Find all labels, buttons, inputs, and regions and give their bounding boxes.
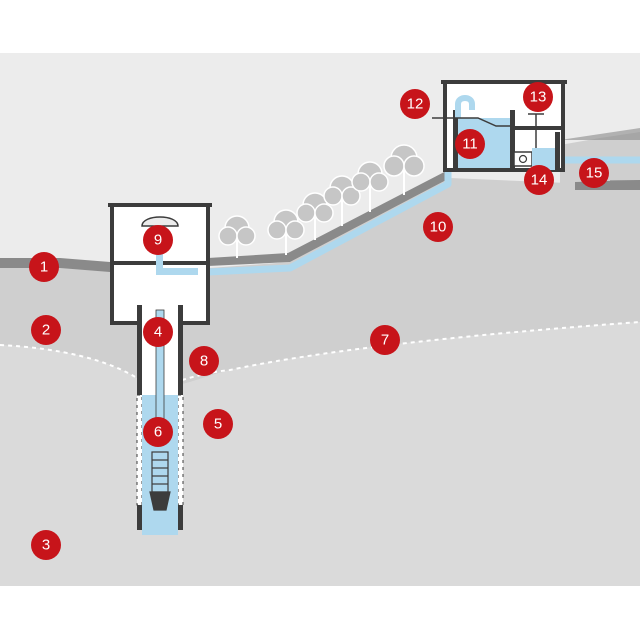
marker: 7: [370, 325, 400, 355]
tree-icon: [218, 215, 256, 258]
well-shaft: [136, 305, 184, 535]
tree-group: [218, 144, 425, 258]
marker: 12: [400, 89, 430, 119]
marker-label: 13: [530, 89, 547, 106]
tree-icon: [267, 209, 305, 255]
tree-icon: [351, 161, 389, 212]
marker-label: 8: [200, 353, 208, 370]
marker-label: 7: [381, 332, 389, 349]
marker: 15: [579, 158, 609, 188]
valve-icon: [513, 151, 533, 167]
marker: 14: [524, 165, 554, 195]
marker-label: 3: [42, 537, 50, 554]
pump-icon: [149, 451, 171, 511]
marker: 5: [203, 409, 233, 439]
inlet-pipe-icon: [455, 95, 475, 118]
tree-icon: [296, 192, 334, 240]
marker: 1: [29, 252, 59, 282]
marker-label: 4: [154, 324, 162, 341]
marker-label: 5: [214, 416, 222, 433]
marker: 9: [143, 225, 173, 255]
marker: 11: [455, 129, 485, 159]
water-tower: [432, 80, 567, 172]
marker-label: 14: [531, 172, 548, 189]
marker: 8: [189, 346, 219, 376]
tree-icon: [323, 175, 361, 226]
marker: 2: [31, 315, 61, 345]
lamp-icon: [141, 216, 179, 227]
marker-label: 12: [407, 96, 424, 113]
marker-label: 2: [42, 322, 50, 339]
marker: 6: [143, 417, 173, 447]
aquifer-layer: [0, 322, 640, 586]
marker: 10: [423, 212, 453, 242]
marker-label: 6: [154, 424, 162, 441]
well-house: [108, 203, 212, 325]
tree-icon: [383, 144, 425, 195]
marker: 4: [143, 317, 173, 347]
marker-label: 10: [430, 219, 447, 236]
marker-label: 15: [586, 165, 603, 182]
marker: 13: [523, 82, 553, 112]
marker-label: 9: [154, 232, 162, 249]
overflow-pipe-icon: [432, 117, 512, 127]
marker-label: 11: [462, 136, 478, 153]
marker-label: 1: [40, 259, 48, 276]
marker: 3: [31, 530, 61, 560]
